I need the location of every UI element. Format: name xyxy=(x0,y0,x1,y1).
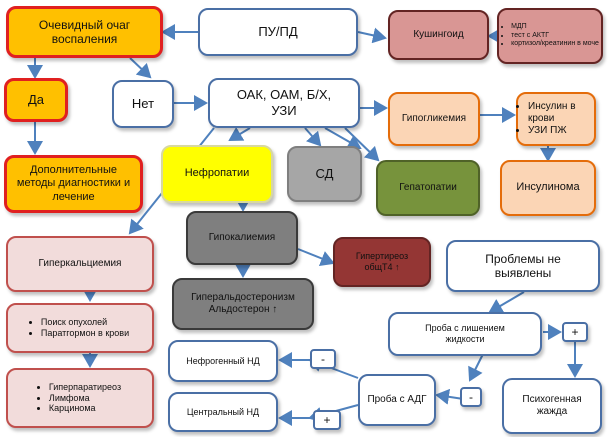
plus-label-2: + xyxy=(323,412,331,427)
cushing-tests-list: МДП тест с АКТГ кортизол/креатинин в моч… xyxy=(501,23,599,48)
pu-pd-label: ПУ/ПД xyxy=(258,24,298,40)
cushing-tests-box: МДП тест с АКТГ кортизол/креатинин в моч… xyxy=(497,8,603,64)
cushing-test-item: кортизол/креатинин в моче xyxy=(511,40,599,48)
cushing-box: Кушингоид xyxy=(388,10,489,60)
sd-box: СД xyxy=(287,146,362,202)
insulin-test-item: Инсулин в крови xyxy=(528,101,594,125)
minus-result-2: - xyxy=(310,349,336,369)
plus-label-1: + xyxy=(571,324,579,339)
hypercalcemia-tests-box: Поиск опухолей Паратгормон в крови xyxy=(6,303,154,353)
hyperthyreosis-box: Гипертиреоз общТ4 ↑ xyxy=(333,237,431,287)
hyperthyreosis-label: Гипертиреоз общТ4 ↑ xyxy=(355,251,409,272)
cushing-test-item: МДП xyxy=(511,23,599,31)
hypokalemia-label: Гипокалиемия xyxy=(208,232,276,243)
water-deprivation-box: Проба с лишением жидкости xyxy=(388,312,542,356)
insulin-tests-box: Инсулин в крови УЗИ ПЖ xyxy=(516,92,596,146)
hypercalcemia-test-item: Поиск опухолей xyxy=(41,317,129,328)
nephrogenic-di-label: Нефрогенный НД xyxy=(186,355,260,366)
hypercalcemia-causes-list: Гиперпаратиреоз Лимфома Карцинома xyxy=(39,382,121,414)
hepatopathy-label: Гепатопатии xyxy=(399,182,457,193)
psychogenic-thirst-box: Психогенная жажда xyxy=(502,378,602,434)
hypercalcemia-tests-list: Поиск опухолей Паратгормон в крови xyxy=(31,317,129,339)
insulinoma-label: Инсулинома xyxy=(516,181,580,194)
nephrogenic-di-box: Нефрогенный НД xyxy=(168,340,278,382)
cushing-label: Кушингоид xyxy=(413,29,464,40)
hypercalcemia-causes-box: Гиперпаратиреоз Лимфома Карцинома xyxy=(6,368,154,428)
hypercalcemia-cause-item: Гиперпаратиреоз xyxy=(49,382,121,393)
water-deprivation-label: Проба с лишением жидкости xyxy=(425,323,505,344)
yes-label: Да xyxy=(27,92,45,108)
inflammation-focus-label: Очевидный очаг воспаления xyxy=(38,17,131,46)
insulinoma-box: Инсулинома xyxy=(500,160,596,216)
cushing-test-item: тест с АКТГ xyxy=(511,32,599,40)
hyperaldosteronism-box: Гиперальдостеронизм Альдостерон ↑ xyxy=(172,278,314,330)
hypercalcemia-cause-item: Карцинома xyxy=(49,403,121,414)
nephropathy-label: Нефропатии xyxy=(184,167,250,180)
minus-label-1: - xyxy=(469,389,473,404)
minus-result-1: - xyxy=(460,387,482,407)
hypokalemia-box: Гипокалиемия xyxy=(186,211,298,265)
hypercalcemia-cause-item: Лимфома xyxy=(49,393,121,404)
insulin-test-item: УЗИ ПЖ xyxy=(528,125,594,137)
insulin-tests-list: Инсулин в крови УЗИ ПЖ xyxy=(518,101,594,137)
hypercalcemia-label: Гиперкальциемия xyxy=(38,258,122,269)
extra-diagnostics-box: Дополнительные методы диагностики и лече… xyxy=(4,155,143,213)
yes-box: Да xyxy=(4,78,68,122)
sd-label: СД xyxy=(315,166,334,182)
adh-test-box: Проба с АДГ xyxy=(358,374,436,426)
hyperaldosteronism-label: Гиперальдостеронизм Альдостерон ↑ xyxy=(191,292,295,315)
pu-pd-box: ПУ/ПД xyxy=(198,8,358,56)
no-label: Нет xyxy=(131,96,155,112)
central-di-label: Центральный НД xyxy=(186,406,260,417)
psychogenic-thirst-label: Психогенная жажда xyxy=(522,394,582,417)
hepatopathy-box: Гепатопатии xyxy=(376,160,480,216)
hypoglycemia-box: Гипогликемия xyxy=(388,92,480,146)
plus-result-1: + xyxy=(562,322,588,342)
inflammation-focus-box: Очевидный очаг воспаления xyxy=(6,6,163,58)
hypercalcemia-box: Гиперкальциемия xyxy=(6,236,154,292)
extra-diagnostics-label: Дополнительные методы диагностики и лече… xyxy=(16,164,131,203)
lab-tests-box: ОАК, ОАМ, Б/Х, УЗИ xyxy=(208,78,360,128)
hypercalcemia-test-item: Паратгормон в крови xyxy=(41,328,129,339)
adh-test-label: Проба с АДГ xyxy=(367,394,427,405)
minus-label-2: - xyxy=(321,351,325,366)
plus-result-2: + xyxy=(313,410,341,430)
central-di-box: Центральный НД xyxy=(168,392,278,432)
lab-tests-label: ОАК, ОАМ, Б/Х, УЗИ xyxy=(236,87,332,118)
nephropathy-box: Нефропатии xyxy=(161,145,273,203)
no-problems-label: Проблемы не выявлены xyxy=(485,251,561,280)
hypoglycemia-label: Гипогликемия xyxy=(401,113,467,124)
no-problems-box: Проблемы не выявлены xyxy=(446,240,600,292)
no-box: Нет xyxy=(112,80,174,128)
